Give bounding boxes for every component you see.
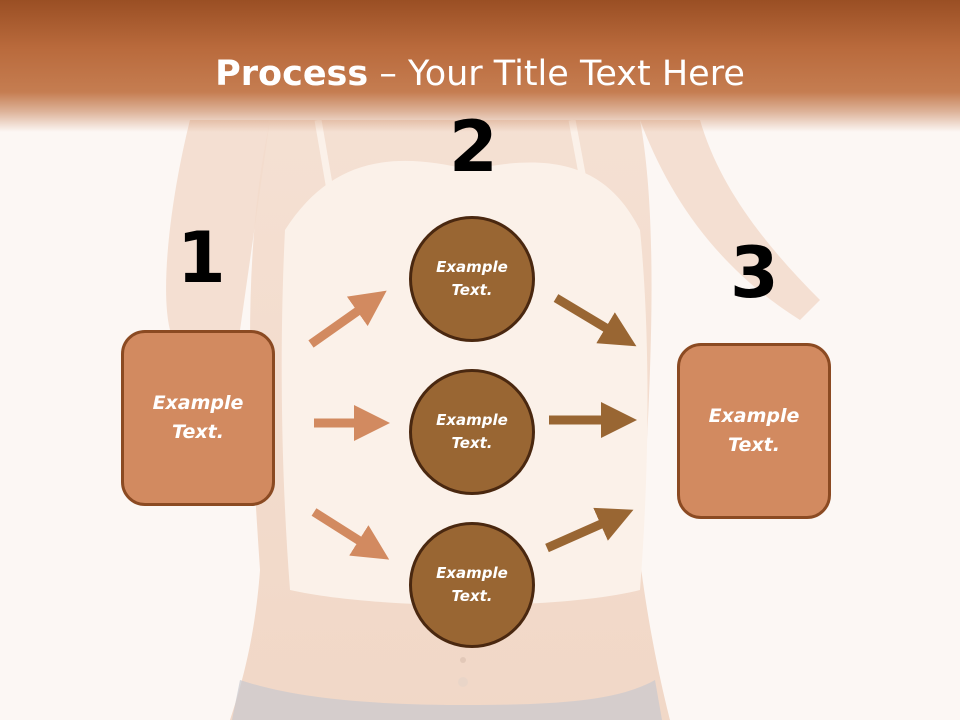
title-strong: Process xyxy=(215,54,369,94)
step-number-2: 2 xyxy=(449,106,498,188)
circle-top: Example Text. xyxy=(409,216,535,342)
right-text-box: Example Text. xyxy=(677,343,831,519)
arrow-circle-3-to-right xyxy=(545,507,634,553)
arrow-left-to-circle-1 xyxy=(308,290,387,348)
circle-middle-text: Example Text. xyxy=(436,411,508,452)
arrow-circle-1-to-right xyxy=(553,294,637,347)
left-text-box: Example Text. xyxy=(121,330,275,506)
title-rest: – Your Title Text Here xyxy=(368,54,745,94)
circle-bottom-text: Example Text. xyxy=(436,564,508,605)
right-box-text: Example Text. xyxy=(708,405,800,456)
title-bar xyxy=(0,0,960,150)
circle-middle: Example Text. xyxy=(409,369,535,495)
slide-title: Process – Your Title Text Here xyxy=(0,52,960,96)
step-number-1: 1 xyxy=(177,217,226,299)
step-number-3: 3 xyxy=(730,232,779,314)
circle-bottom: Example Text. xyxy=(409,522,535,648)
left-box-text: Example Text. xyxy=(152,392,244,443)
arrow-left-to-circle-3 xyxy=(311,508,390,560)
circle-top-text: Example Text. xyxy=(436,258,508,299)
